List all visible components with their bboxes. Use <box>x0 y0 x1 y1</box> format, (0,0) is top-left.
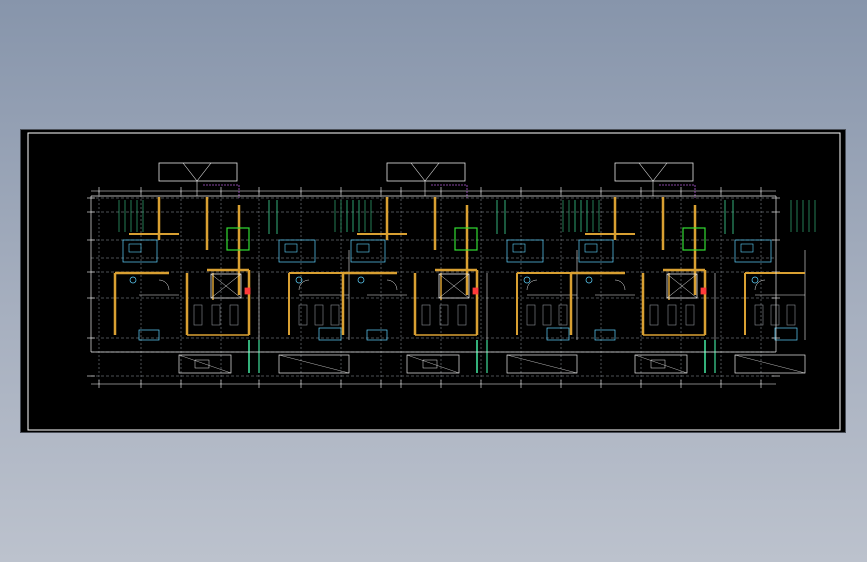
furniture-block <box>754 304 764 326</box>
door-swing <box>298 279 310 291</box>
drawing-sheet <box>20 129 846 433</box>
furniture-block <box>770 304 780 326</box>
unit-block-3 <box>569 162 816 374</box>
furniture-block <box>298 304 308 326</box>
kitchen-counter <box>122 239 158 263</box>
door-swing <box>158 279 170 291</box>
elevator-shaft <box>210 273 242 299</box>
furniture-block <box>542 304 552 326</box>
bath-fixture <box>366 329 388 341</box>
section-marker <box>472 287 479 295</box>
unit-block-2 <box>341 162 588 374</box>
door-swing <box>614 279 626 291</box>
balcony-hatch <box>406 354 460 374</box>
sink-fixture <box>284 243 298 253</box>
balcony-hatch <box>734 354 806 374</box>
balcony-detail <box>650 359 666 369</box>
sink-fixture <box>584 243 598 253</box>
highlight-core-box <box>226 227 250 251</box>
units-layer <box>90 162 816 374</box>
stair-roof-block <box>614 162 694 182</box>
sink-fixture <box>512 243 526 253</box>
kitchen-counter <box>278 239 316 263</box>
furniture-block <box>314 304 324 326</box>
stair-roof-hatch <box>196 162 212 182</box>
furniture-block <box>211 304 221 326</box>
furniture-block <box>685 304 695 326</box>
balcony-detail <box>194 359 210 369</box>
balcony-detail <box>422 359 438 369</box>
section-marker <box>244 287 251 295</box>
furniture-block <box>421 304 431 326</box>
furniture-block <box>330 304 340 326</box>
balcony-box <box>634 354 688 374</box>
furniture-block <box>786 304 796 326</box>
elevator-shaft <box>666 273 698 299</box>
kitchen-counter <box>350 239 386 263</box>
floor-plan-drawing <box>27 132 841 431</box>
kitchen-counter <box>734 239 772 263</box>
balcony-box <box>406 354 460 374</box>
stair-roof-block <box>386 162 466 182</box>
balcony-hatch <box>506 354 578 374</box>
balcony-hatch <box>634 354 688 374</box>
bath-fixture <box>594 329 616 341</box>
stair-roof-hatch <box>424 162 440 182</box>
elevator-shaft <box>438 273 470 299</box>
section-marker <box>700 287 707 295</box>
toilet-fixture <box>751 276 759 284</box>
balcony-box <box>178 354 232 374</box>
stair-roof-hatch <box>638 162 654 182</box>
stair-roof-hatch <box>410 162 426 182</box>
sink-fixture <box>740 243 754 253</box>
unit-block-1 <box>113 162 360 374</box>
door-swing <box>754 279 766 291</box>
balcony-hatch <box>178 354 232 374</box>
furniture-block <box>649 304 659 326</box>
kitchen-counter <box>578 239 614 263</box>
toilet-fixture <box>129 276 137 284</box>
furniture-block <box>526 304 536 326</box>
sheet-border <box>27 132 841 431</box>
balcony-box <box>734 354 806 374</box>
furniture-block <box>558 304 568 326</box>
toilet-fixture <box>357 276 365 284</box>
bath-fixture <box>546 327 570 341</box>
door-swing <box>526 279 538 291</box>
highlight-core-box <box>454 227 478 251</box>
balcony-hatch <box>278 354 350 374</box>
toilet-fixture <box>523 276 531 284</box>
bath-fixture <box>138 329 160 341</box>
sink-fixture <box>128 243 142 253</box>
highlight-core-box <box>682 227 706 251</box>
furniture-block <box>439 304 449 326</box>
furniture-block <box>457 304 467 326</box>
kitchen-counter <box>506 239 544 263</box>
elevator-cross <box>666 273 698 299</box>
elevator-cross <box>210 273 242 299</box>
stair-roof-block <box>158 162 238 182</box>
toilet-fixture <box>295 276 303 284</box>
stair-roof-hatch <box>652 162 668 182</box>
bath-fixture <box>318 327 342 341</box>
elevator-cross <box>438 273 470 299</box>
balcony-box <box>278 354 350 374</box>
furniture-block <box>193 304 203 326</box>
toilet-fixture <box>585 276 593 284</box>
bath-fixture <box>774 327 798 341</box>
furniture-block <box>229 304 239 326</box>
stair-roof-hatch <box>182 162 198 182</box>
balcony-box <box>506 354 578 374</box>
door-swing <box>386 279 398 291</box>
dimension-layer <box>87 187 780 388</box>
furniture-block <box>667 304 677 326</box>
sink-fixture <box>356 243 370 253</box>
